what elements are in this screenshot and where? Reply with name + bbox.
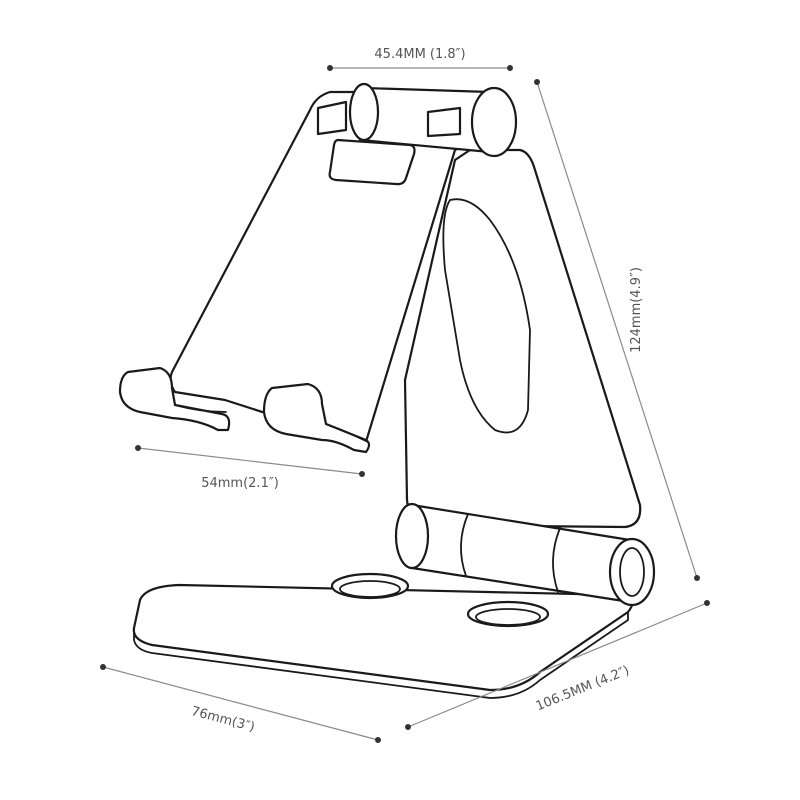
front-panel bbox=[169, 90, 474, 447]
rear-support-arm bbox=[403, 148, 642, 529]
holder-foot-right bbox=[262, 382, 371, 454]
bottom-hinge bbox=[394, 502, 656, 607]
dimension-holder-width: 54mm(2.1″) bbox=[135, 445, 365, 491]
dim-label-base-depth: 106.5MM (4.2″) bbox=[534, 663, 632, 714]
base-hole-left bbox=[330, 572, 410, 600]
base-hole-right bbox=[466, 600, 550, 628]
dimension-height: 124mm(4.9″) bbox=[534, 79, 700, 581]
dim-label-holder-width: 54mm(2.1″) bbox=[201, 476, 279, 491]
rear-arm-cutout bbox=[442, 198, 531, 434]
dim-label-base-width: 76mm(3″) bbox=[190, 704, 257, 735]
dim-label-top-width: 45.4MM (1.8″) bbox=[374, 47, 465, 62]
panel-slot bbox=[328, 138, 416, 186]
dim-label-height: 124mm(4.9″) bbox=[629, 267, 644, 353]
base-plate bbox=[132, 572, 634, 699]
dimension-top-width: 45.4MM (1.8″) bbox=[327, 47, 513, 71]
dimension-base-width: 76mm(3″) bbox=[100, 664, 381, 743]
top-hinge bbox=[316, 82, 518, 158]
holder-foot-left bbox=[118, 366, 231, 432]
